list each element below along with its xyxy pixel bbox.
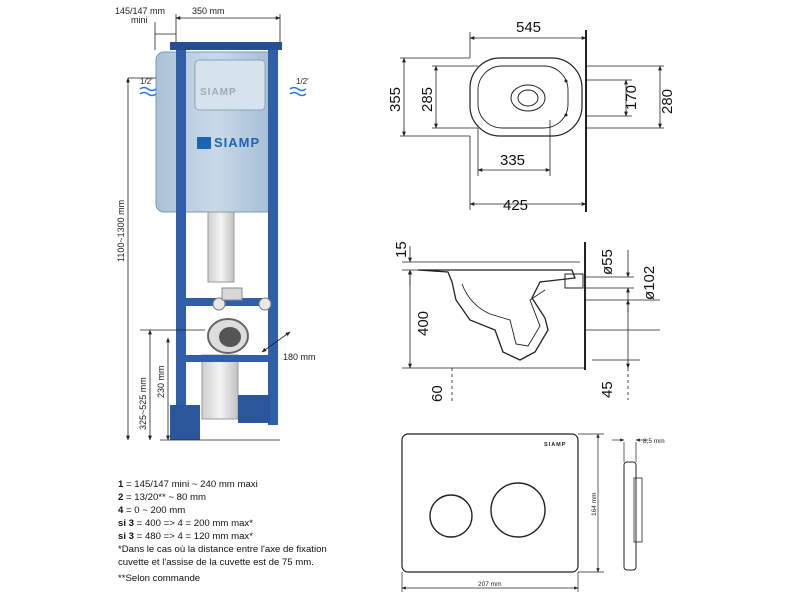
inlet-pipe <box>221 287 243 301</box>
note-text: = 0 ~ 200 mm <box>123 505 186 516</box>
bowl-side-dimensions <box>402 246 660 404</box>
note-line-2: 2 = 13/20** ~ 80 mm <box>118 491 378 504</box>
frame-top-rail <box>170 42 282 50</box>
bowl-drain <box>510 84 546 112</box>
frame-depth-label: 145/147 mm <box>115 6 165 16</box>
flush-opening <box>194 59 266 111</box>
note-key: 2 <box>118 492 124 503</box>
dim-164mm: 164 mm <box>591 493 598 516</box>
dim-285: 285 <box>419 87 436 112</box>
fixing-hole-bottom <box>564 113 568 117</box>
dim-45: 45 <box>599 381 616 398</box>
dim-335: 335 <box>500 152 525 169</box>
outlet-hole <box>219 327 241 347</box>
plate-body <box>401 433 579 573</box>
note-key: 1 <box>118 479 124 490</box>
bowl-inner <box>477 65 569 129</box>
bolt-right <box>258 297 272 311</box>
half-flush-button <box>429 494 473 538</box>
bolt-left <box>212 297 226 311</box>
dim-60: 60 <box>429 385 446 402</box>
bowl-top-view <box>469 30 587 212</box>
notes-block: 1 = 145/147 mini ~ 240 mm maxi 2 = 13/20… <box>118 478 378 585</box>
plate-side-profile <box>623 461 637 571</box>
outlet-stub <box>564 273 584 289</box>
full-flush-button <box>490 482 546 538</box>
tank-embossed: SIAMP <box>200 87 237 98</box>
frame-mid-rail <box>176 298 278 306</box>
bowl-drain-inner <box>517 89 539 107</box>
dim-545: 545 <box>516 19 541 36</box>
note-line-4: si 3 = 400 => 4 = 200 mm max* <box>118 517 378 530</box>
plate-side-clip <box>633 477 643 543</box>
note-text: = 145/147 mini ~ 240 mm maxi <box>123 479 258 490</box>
bowl-outline <box>469 57 583 137</box>
frame-foot-right <box>238 395 270 423</box>
plate-dimensions <box>401 433 648 592</box>
drain-pipe <box>207 211 235 283</box>
dim-102: ø102 <box>641 266 658 300</box>
note-line-1: 1 = 145/147 mini ~ 240 mm maxi <box>118 478 378 491</box>
flush-plate: SIAMP <box>401 433 643 573</box>
bowl-profile <box>417 269 576 361</box>
frame-drain-label: 230 mm <box>156 365 166 398</box>
bowl-trap <box>461 283 546 347</box>
dim-280: 280 <box>659 89 676 114</box>
fixing-hole-top <box>564 79 568 83</box>
frame-dimensions <box>126 14 291 441</box>
frame-width-label: 350 mm <box>192 6 225 16</box>
dim-55: ø55 <box>599 249 616 275</box>
dim-400: 400 <box>415 311 432 336</box>
water-in-right-icon <box>289 86 307 97</box>
dim-170: 170 <box>623 85 640 110</box>
brand-swoosh-icon <box>197 137 211 149</box>
frame-foot-left <box>170 405 200 440</box>
dim-207mm: 207 mm <box>478 581 501 588</box>
pipe-left-label: 1/2' <box>140 77 153 86</box>
frame-offset-label: 180 mm <box>283 352 316 362</box>
footnote-2: cuvette et l'assise de la cuvette est de… <box>118 557 314 568</box>
drain-pipe-lower <box>201 354 239 420</box>
bowl-top-dimensions <box>400 32 664 210</box>
water-in-left-icon <box>139 86 157 97</box>
note-line-3: 4 = 0 ~ 200 mm <box>118 504 378 517</box>
note-line-5: si 3 = 480 => 4 = 120 mm max* <box>118 530 378 543</box>
dim-8-5mm: 8,5 mm <box>643 438 665 445</box>
frame-low-rail <box>176 355 278 362</box>
dim-425: 425 <box>503 197 528 214</box>
note-text: = 480 => 4 = 120 mm max* <box>134 531 253 542</box>
note-key: si 3 <box>118 518 135 529</box>
note-key: si 3 <box>118 531 135 542</box>
plate-brand: SIAMP <box>544 442 566 448</box>
pipe-right-label: 1/2' <box>296 77 309 86</box>
note-text: = 13/20** ~ 80 mm <box>123 492 207 503</box>
note-key: 4 <box>118 505 124 516</box>
frame-right-post <box>268 45 278 425</box>
footnote-3: **Selon commande <box>118 573 201 584</box>
footnote-1: *Dans le cas où la distance entre l'axe … <box>118 544 327 555</box>
dim-15: 15 <box>393 241 410 258</box>
note-text: = 400 => 4 = 200 mm max* <box>134 518 253 529</box>
installation-frame: SIAMP SIAMP <box>139 42 307 440</box>
frame-left-post <box>176 45 186 440</box>
frame-depth-sub: mini <box>131 15 148 25</box>
offset-dim-line <box>261 331 291 353</box>
dim-355: 355 <box>387 87 404 112</box>
frame-height-label: 1100~1300 mm <box>116 200 126 262</box>
bowl-side-view <box>417 242 586 370</box>
frame-bottom-label: 325~525 mm <box>138 377 148 430</box>
frame-brand: SIAMP <box>214 135 260 150</box>
